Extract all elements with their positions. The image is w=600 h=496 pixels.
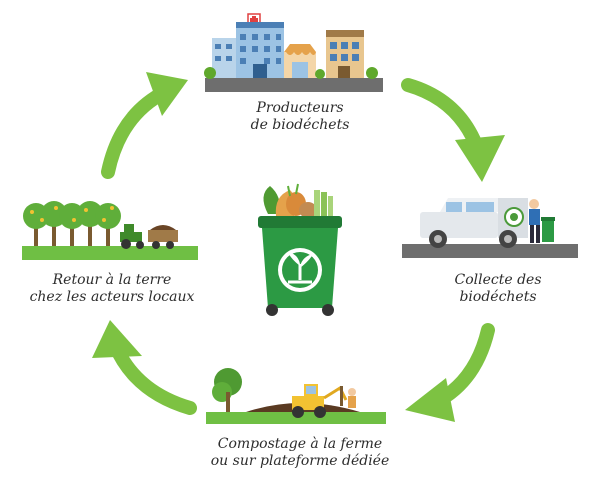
step-label-line: ou sur plateforme dédiée (210, 453, 390, 469)
buildings-icon (204, 13, 383, 92)
step-label-line: Retour à la terre (52, 272, 172, 288)
step-label-line: Collecte des (454, 272, 542, 288)
step-label-line: Compostage à la ferme (217, 436, 383, 452)
cycle-arrow-top-right (401, 78, 505, 182)
step-label-composting: Compostage à la ferme ou sur plateforme … (180, 436, 420, 470)
step-label-line: de biodéchets (250, 117, 350, 133)
cycle-arrow-bottom-left (92, 320, 197, 415)
collection-truck-icon (402, 198, 578, 258)
step-label-producers: Producteurs de biodéchets (215, 100, 385, 134)
step-label-collection: Collecte des biodéchets (418, 272, 578, 306)
compost-farm-icon (206, 368, 386, 424)
step-label-return-to-soil: Retour à la terre chez les acteurs locau… (12, 272, 212, 306)
step-label-line: Producteurs (256, 100, 344, 116)
cycle-arrow-bottom-right (405, 323, 495, 422)
orchard-tractor-icon (22, 201, 198, 260)
step-label-line: chez les acteurs locaux (29, 289, 195, 305)
step-label-line: biodéchets (459, 289, 537, 305)
green-compost-bin-icon (258, 183, 342, 316)
cycle-arrow-top-left (101, 72, 188, 179)
